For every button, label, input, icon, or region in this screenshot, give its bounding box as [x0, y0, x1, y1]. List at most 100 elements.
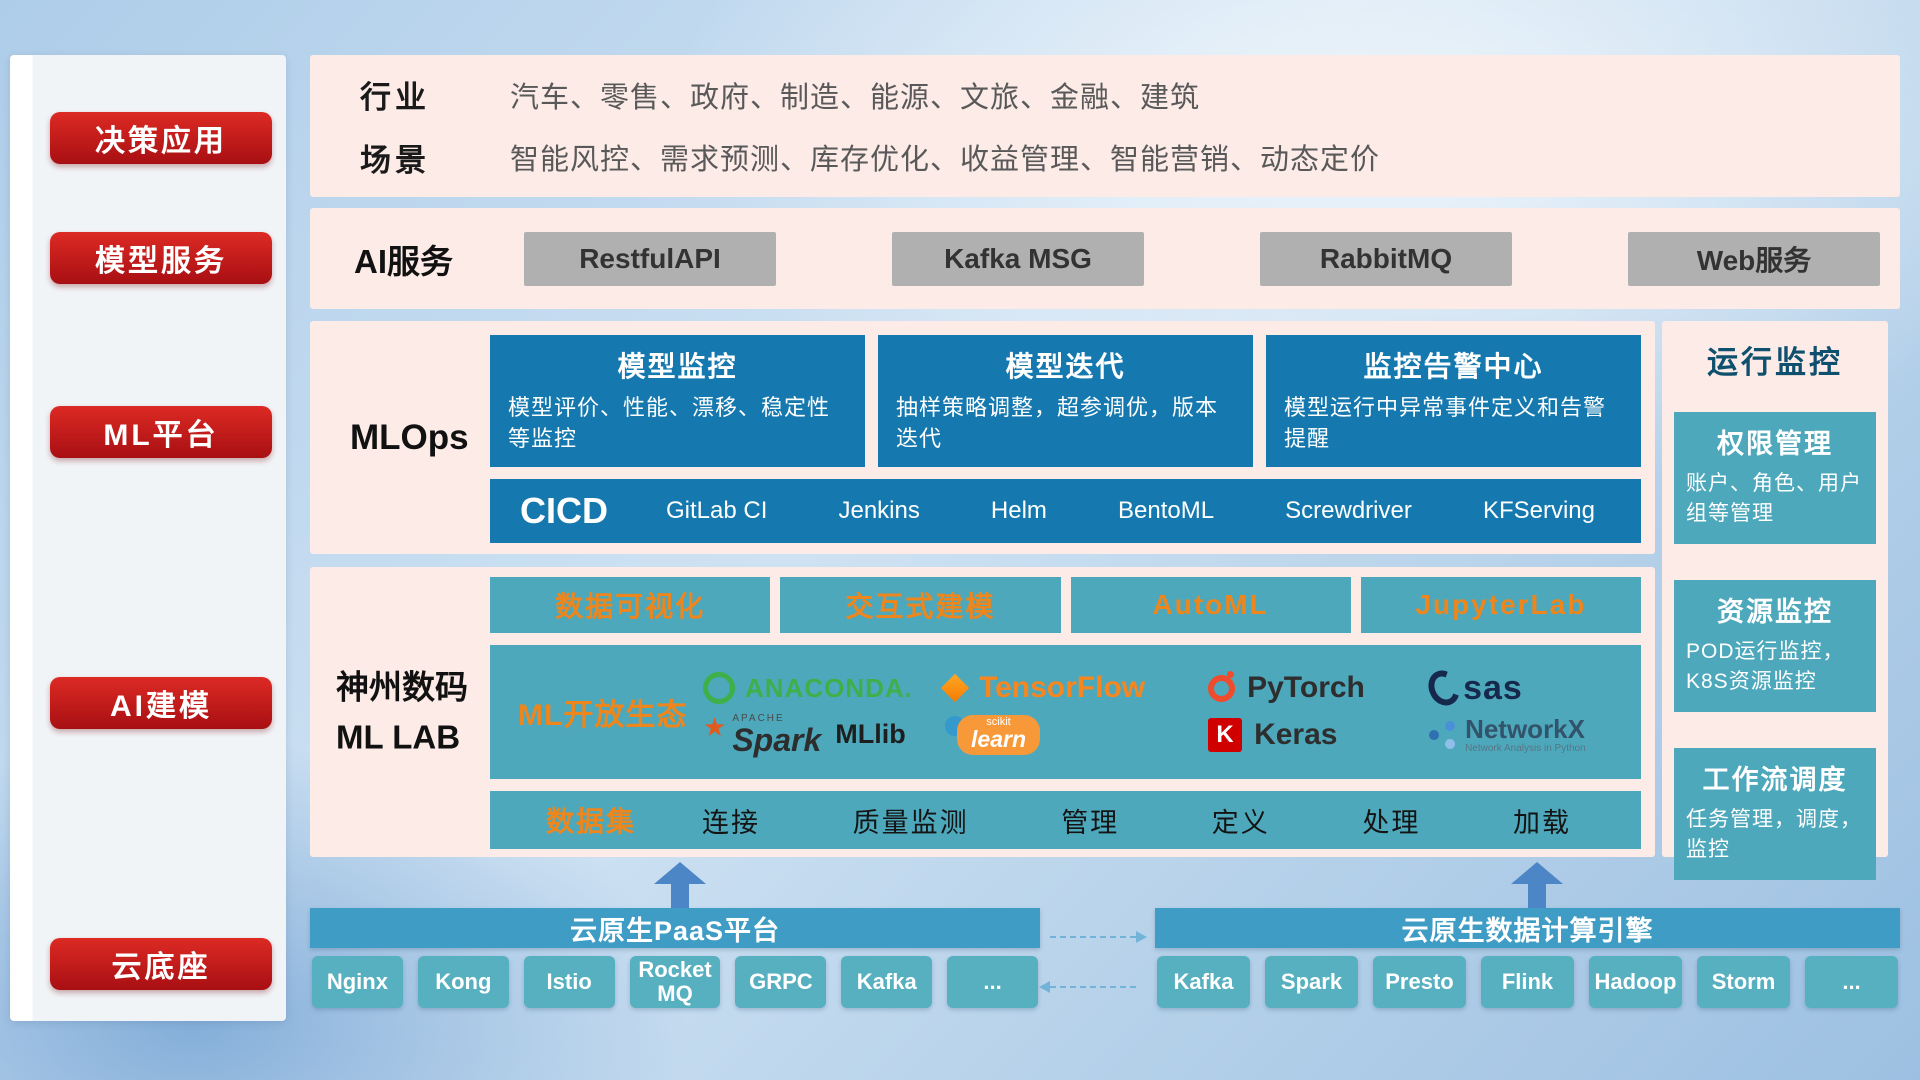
card-workflow-scheduling: 工作流调度 任务管理，调度，监控 [1674, 747, 1876, 880]
category-model-service: 模型服务 [50, 232, 272, 284]
keras-k-icon: K [1208, 717, 1243, 752]
paas-title: 云原生PaaS平台 [569, 915, 781, 946]
cicd-bar: CICD GitLab CI Jenkins Helm BentoML Scre… [490, 479, 1641, 543]
tensorflow-logo: TensorFlow [940, 671, 1145, 705]
sas-logo: sas [1422, 665, 1523, 711]
card-resource-monitoring: 资源监控 POD运行监控，K8S资源监控 [1674, 579, 1876, 712]
learn-text: learn [971, 725, 1026, 752]
ml-open-ecosystem: ML开放生态 ANACONDA. TensorFlow PyTorch sas [490, 645, 1641, 779]
tool-data-visualization: 数据可视化 [490, 577, 771, 633]
card-desc: POD运行监控，K8S资源监控 [1686, 639, 1845, 694]
spark-wordmark: APACHE Spark [732, 713, 822, 758]
pytorch-logo: PyTorch [1208, 670, 1365, 705]
card-desc: 模型评价、性能、漂移、稳定性等监控 [508, 395, 831, 451]
chip-presto: Presto [1373, 956, 1466, 1008]
chip-rocketmq: RocketMQ [629, 956, 721, 1008]
anaconda-wordmark: ANACONDA. [745, 672, 913, 703]
dataset-load: 加载 [1512, 807, 1571, 838]
category-cloud-base: 云底座 [50, 938, 272, 990]
scikit-orange-pill: scikit learn [957, 714, 1040, 755]
mlops-label: MLOps [350, 417, 469, 457]
dataset-items: 连接 质量监测 管理 定义 处理 加载 [696, 801, 1641, 840]
engine-title: 云原生数据计算引擎 [1401, 915, 1654, 946]
arrow-stem [1528, 884, 1546, 908]
scene-row: 场景 智能风控、需求预测、库存优化、收益管理、智能营销、动态定价 [360, 135, 1900, 180]
tensorflow-icon [940, 673, 970, 703]
dataset-define: 定义 [1211, 807, 1270, 838]
dataset-connect: 连接 [702, 807, 760, 838]
tool-interactive-modeling: 交互式建模 [780, 577, 1061, 633]
ai-service-panel: AI服务 RestfulAPI Kafka MSG RabbitMQ Web服务 [310, 208, 1900, 309]
ml-lab-label-line2: ML LAB [336, 718, 461, 755]
arrow-head [654, 862, 706, 884]
scene-label: 场景 [360, 142, 430, 178]
ml-lab-label: 神州数码 ML LAB [336, 663, 496, 762]
chip-spark: Spark [1265, 956, 1358, 1008]
dataset-quality: 质量监测 [852, 807, 969, 838]
cicd-kfserving: KFServing [1482, 497, 1595, 524]
pytorch-wordmark: PyTorch [1247, 671, 1365, 704]
left-category-rail: 决策应用 模型服务 ML平台 AI建模 云底座 [10, 55, 286, 1021]
service-restfulapi: RestfulAPI [524, 231, 776, 286]
mlops-panel: MLOps 模型监控 模型评价、性能、漂移、稳定性等监控 模型迭代 抽样策略调整… [310, 321, 1655, 554]
card-desc: 模型运行中异常事件定义和告警提醒 [1284, 395, 1607, 451]
cicd-jenkins: Jenkins [838, 497, 920, 524]
service-rabbitmq: RabbitMQ [1260, 231, 1512, 286]
card-desc: 账户、角色、用户组等管理 [1686, 472, 1862, 526]
paas-components: Nginx Kong Istio RocketMQ GRPC Kafka ... [312, 956, 1039, 1008]
arrow-stem [671, 884, 689, 908]
cicd-screwdriver: Screwdriver [1285, 497, 1412, 524]
ecosystem-label: ML开放生态 [518, 699, 688, 732]
industry-row: 行业 汽车、零售、政府、制造、能源、文旅、金融、建筑 [360, 72, 1900, 117]
cicd-items: GitLab CI Jenkins Helm BentoML Screwdriv… [660, 497, 1641, 525]
card-model-monitoring: 模型监控 模型评价、性能、漂移、稳定性等监控 [490, 335, 865, 467]
arrow-head [1511, 862, 1563, 884]
mlops-cards: 模型监控 模型评价、性能、漂移、稳定性等监控 模型迭代 抽样策略调整，超参调优，… [490, 335, 1641, 467]
sas-swoosh-icon [1422, 665, 1466, 711]
cicd-gitlab-ci: GitLab CI [666, 497, 768, 524]
service-kafka-msg: Kafka MSG [892, 231, 1144, 286]
anaconda-icon [703, 672, 735, 704]
chip-storm: Storm [1697, 956, 1790, 1008]
dataset-manage: 管理 [1061, 807, 1120, 838]
cloud-native-paas-bar: 云原生PaaS平台 [310, 908, 1040, 948]
anaconda-logo: ANACONDA. [703, 672, 913, 704]
up-arrow-icon-left [654, 862, 706, 908]
chip-flink: Flink [1481, 956, 1574, 1008]
category-decision-apps: 决策应用 [50, 112, 272, 164]
card-title: 工作流调度 [1702, 764, 1848, 795]
service-web: Web服务 [1628, 231, 1880, 286]
card-permission-management: 权限管理 账户、角色、用户组等管理 [1674, 412, 1876, 544]
ml-lab-tools: 数据可视化 交互式建模 AutoML JupyterLab [490, 577, 1641, 633]
tool-automl: AutoML [1070, 577, 1351, 633]
up-arrow-icon-right [1511, 862, 1563, 908]
spark-star-icon: ★ [703, 711, 727, 742]
pytorch-flame-icon [1208, 670, 1236, 702]
sas-wordmark: sas [1463, 668, 1523, 707]
spark-text: Spark [732, 721, 822, 758]
chip-more-2: ... [1805, 956, 1898, 1008]
spark-mllib-logo: ★ APACHE Spark MLlib [703, 711, 906, 758]
mllib-text: MLlib [835, 719, 906, 749]
card-title: 模型迭代 [1005, 351, 1126, 382]
keras-logo: K Keras [1208, 717, 1337, 752]
networkx-logo: NetworkX Network Analysis in Python [1429, 713, 1586, 755]
chip-more: ... [947, 956, 1039, 1008]
dataset-bar: 数据集 连接 质量监测 管理 定义 处理 加载 [490, 791, 1641, 849]
networkx-text: NetworkX [1465, 713, 1585, 744]
runtime-monitoring-panel: 运行监控 权限管理 账户、角色、用户组等管理 资源监控 POD运行监控，K8S资… [1662, 321, 1888, 880]
business-layer-panel: 行业 汽车、零售、政府、制造、能源、文旅、金融、建筑 场景 智能风控、需求预测、… [310, 55, 1900, 197]
industry-values: 汽车、零售、政府、制造、能源、文旅、金融、建筑 [510, 81, 1201, 114]
dashed-arrow-left-icon [1039, 981, 1136, 993]
industry-label: 行业 [360, 80, 430, 116]
category-ai-modeling: AI建模 [50, 677, 272, 729]
cicd-helm: Helm [990, 497, 1047, 524]
dashed-arrow-right-icon [1050, 931, 1147, 943]
ml-lab-panel: 神州数码 ML LAB 数据可视化 交互式建模 AutoML JupyterLa… [310, 567, 1655, 857]
networkx-caption: Network Analysis in Python [1465, 743, 1586, 755]
monitoring-title: 运行监控 [1707, 345, 1843, 380]
chip-kafka-2: Kafka [1157, 956, 1250, 1008]
dataset-process: 处理 [1362, 807, 1421, 838]
chip-hadoop: Hadoop [1589, 956, 1682, 1008]
